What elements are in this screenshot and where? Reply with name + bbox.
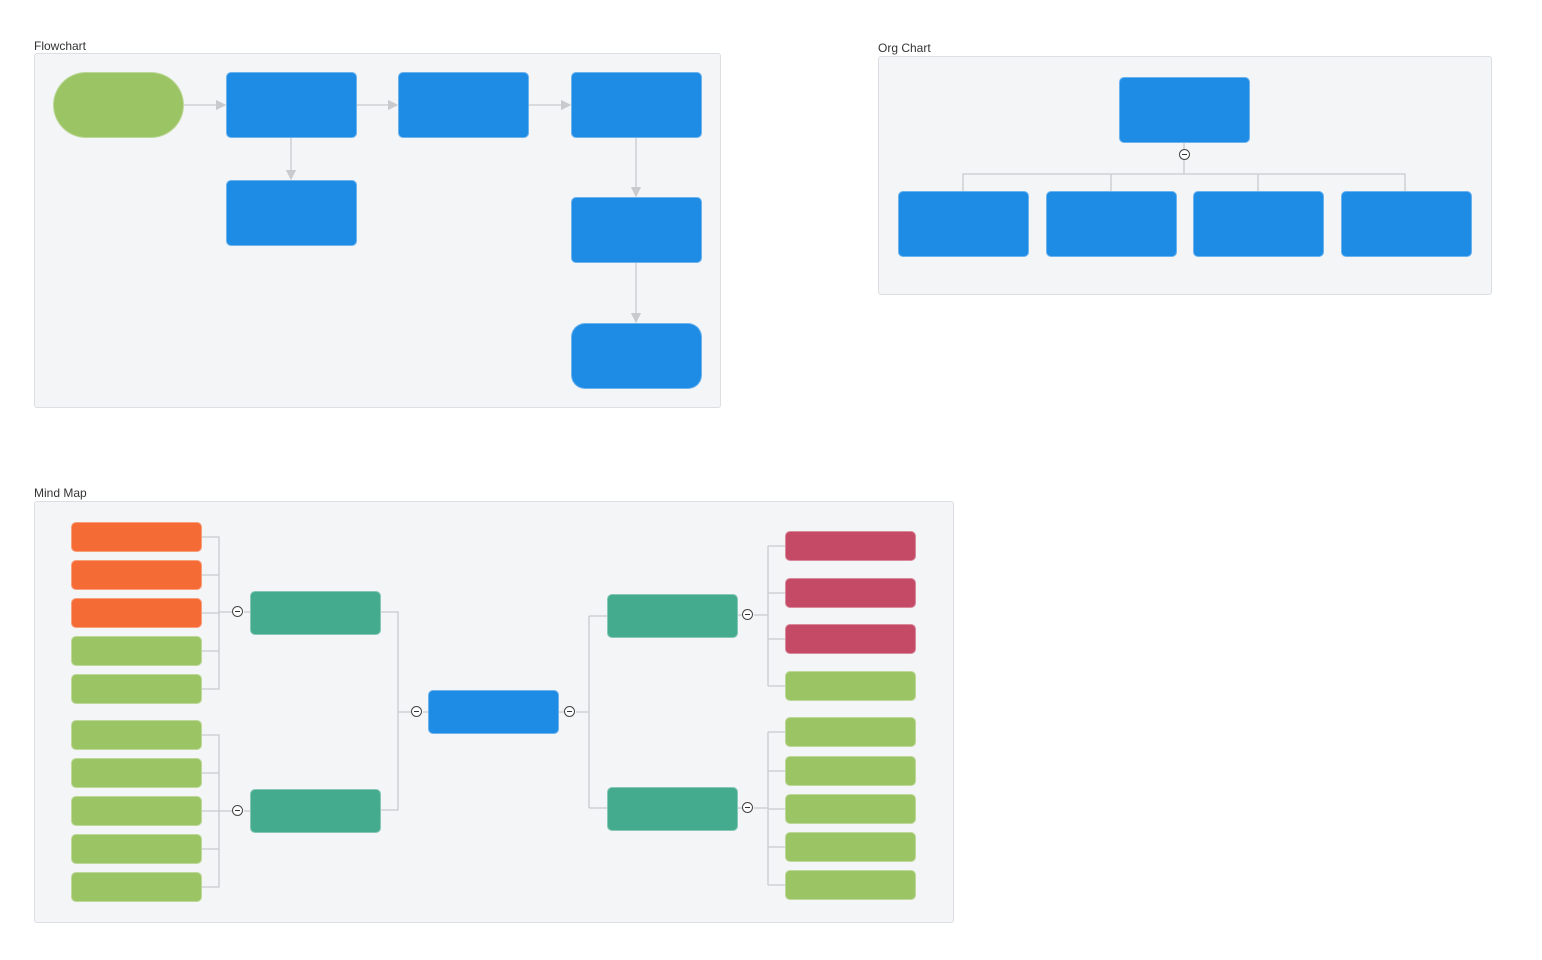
org-chart-title: Org Chart (878, 41, 931, 55)
mind-map-leaf-node[interactable] (785, 870, 916, 900)
mind-map-branch-node[interactable] (250, 789, 381, 833)
mind-map-leaf-node[interactable] (71, 720, 202, 750)
flow-start-node[interactable] (53, 72, 184, 138)
mind-map-leaf-node[interactable] (785, 624, 916, 654)
mind-map-leaf-node[interactable] (785, 832, 916, 862)
org-child-node[interactable] (898, 191, 1029, 257)
mind-map-leaf-node[interactable] (785, 578, 916, 608)
mind-map-leaf-node[interactable] (71, 522, 202, 552)
flowchart-title: Flowchart (34, 39, 87, 53)
flow-process-node[interactable] (571, 197, 702, 263)
mind-map-leaf-node[interactable] (71, 758, 202, 788)
org-child-node[interactable] (1193, 191, 1324, 257)
mind-map-branch-node[interactable] (607, 594, 738, 638)
mind-map-leaf-node[interactable] (71, 636, 202, 666)
collapse-icon[interactable] (1179, 149, 1190, 160)
mind-map-leaf-node[interactable] (785, 717, 916, 747)
mind-map-leaf-node[interactable] (785, 756, 916, 786)
flow-process-node[interactable] (226, 72, 357, 138)
flow-process-node[interactable] (571, 72, 702, 138)
flow-process-node[interactable] (226, 180, 357, 246)
mind-map-center-node[interactable] (428, 690, 559, 734)
collapse-icon[interactable] (232, 606, 243, 617)
mind-map-leaf-node[interactable] (71, 560, 202, 590)
mind-map-leaf-node[interactable] (785, 531, 916, 561)
collapse-icon[interactable] (564, 706, 575, 717)
mind-map-leaf-node[interactable] (785, 671, 916, 701)
mind-map-leaf-node[interactable] (71, 598, 202, 628)
collapse-icon[interactable] (232, 805, 243, 816)
flow-end-node[interactable] (571, 323, 702, 389)
org-child-node[interactable] (1046, 191, 1177, 257)
mind-map-leaf-node[interactable] (71, 674, 202, 704)
collapse-icon[interactable] (411, 706, 422, 717)
mind-map-leaf-node[interactable] (71, 872, 202, 902)
mind-map-leaf-node[interactable] (785, 794, 916, 824)
collapse-icon[interactable] (742, 802, 753, 813)
org-root-node[interactable] (1119, 77, 1250, 143)
mind-map-leaf-node[interactable] (71, 834, 202, 864)
mind-map-leaf-node[interactable] (71, 796, 202, 826)
flow-process-node[interactable] (398, 72, 529, 138)
org-child-node[interactable] (1341, 191, 1472, 257)
collapse-icon[interactable] (742, 609, 753, 620)
mind-map-branch-node[interactable] (250, 591, 381, 635)
mind-map-branch-node[interactable] (607, 787, 738, 831)
mind-map-title: Mind Map (34, 486, 87, 500)
